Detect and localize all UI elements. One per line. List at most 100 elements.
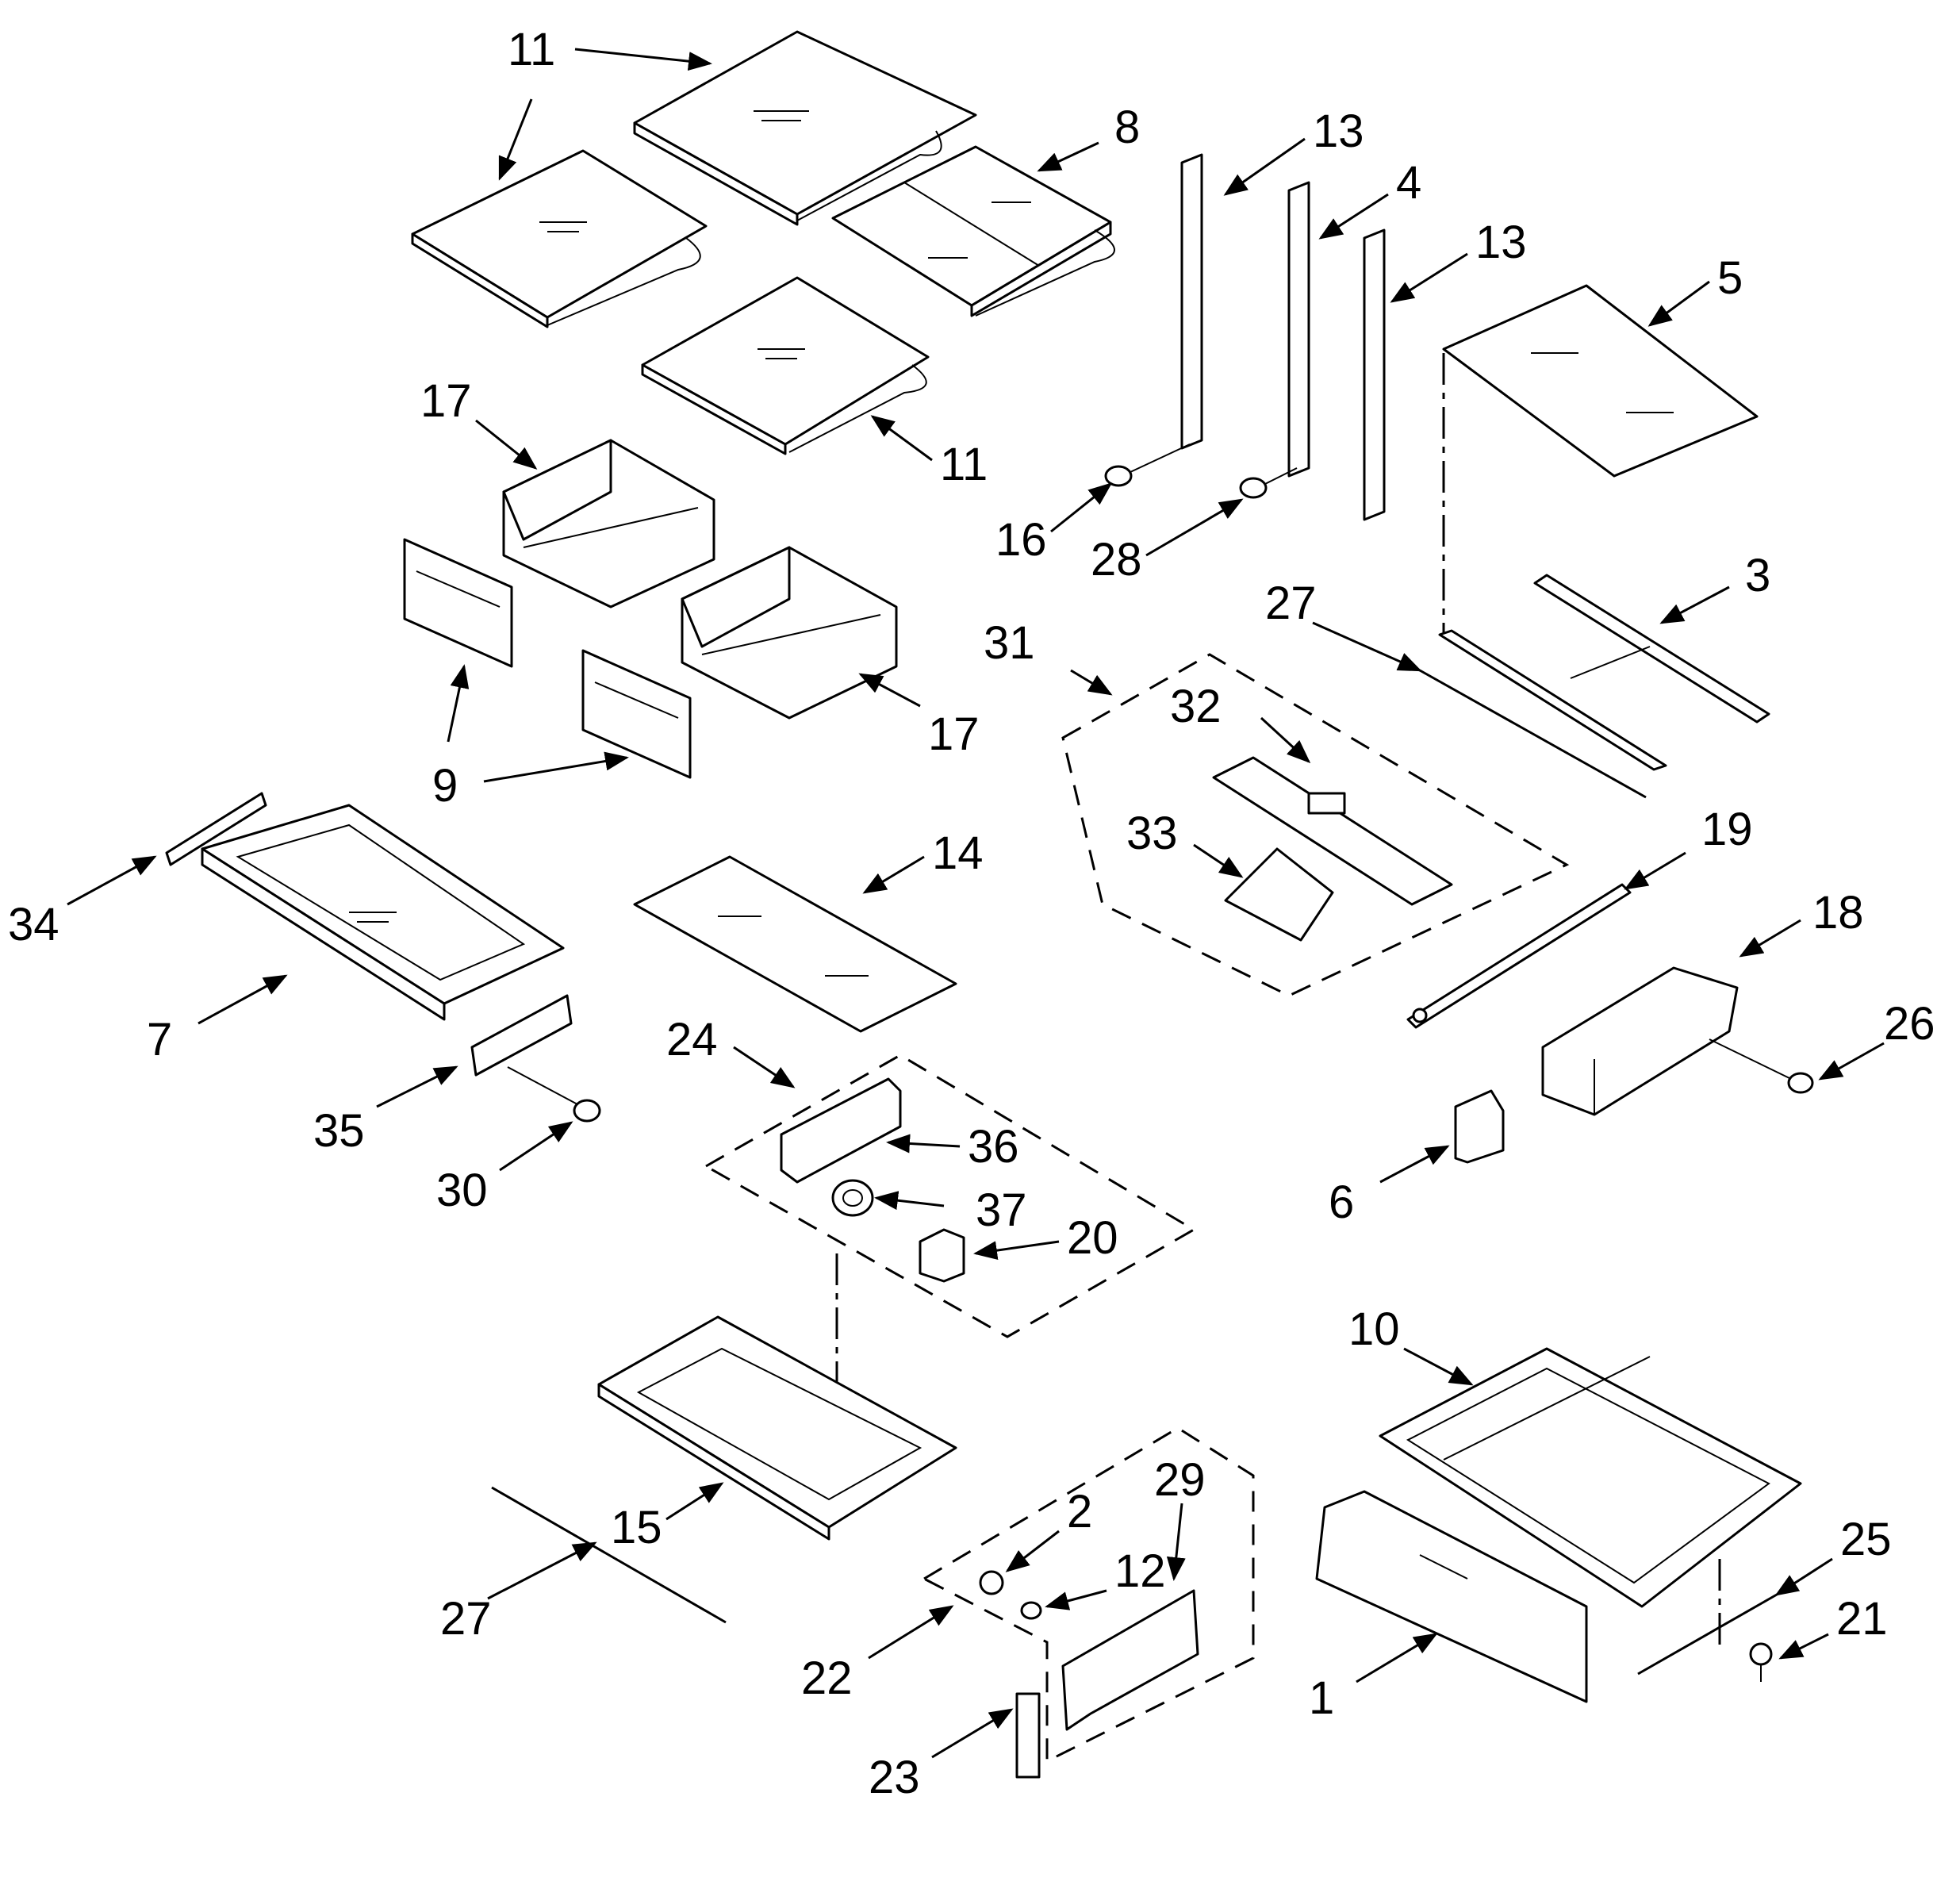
label-13b: 13: [1475, 217, 1527, 268]
slide-19: [1406, 883, 1632, 1029]
label-3: 3: [1745, 550, 1770, 601]
leader-22: [868, 1605, 954, 1660]
leader-27b: [487, 1541, 597, 1600]
label-8: 8: [1114, 102, 1140, 153]
label-32: 32: [1170, 681, 1222, 732]
kit-24-boundary: [703, 1054, 1196, 1338]
leader-10: [1403, 1347, 1474, 1386]
label-23: 23: [869, 1752, 920, 1803]
leader-14: [862, 855, 925, 894]
rail-13-left: [1180, 153, 1203, 450]
screw-21: [1749, 1642, 1773, 1682]
rail-4: [1287, 181, 1310, 478]
label-30: 30: [436, 1165, 488, 1216]
label-15: 15: [611, 1502, 662, 1553]
screw-16: [1104, 443, 1191, 487]
rod-25: [1637, 1593, 1778, 1676]
label-7: 7: [147, 1014, 172, 1065]
leader-20: [973, 1240, 1060, 1261]
label-9a: 9: [432, 760, 458, 812]
screw-28: [1239, 467, 1298, 499]
label-21: 21: [1836, 1593, 1888, 1645]
label-11c: 11: [940, 439, 988, 490]
cover-15: [597, 1315, 957, 1541]
leader-11a: [574, 48, 712, 71]
leader-28: [1145, 498, 1244, 557]
part-23: [1015, 1692, 1041, 1779]
leader-21: [1778, 1633, 1829, 1660]
label-14: 14: [932, 827, 984, 879]
label-20: 20: [1067, 1212, 1118, 1264]
label-17b: 17: [928, 708, 980, 760]
leader-30: [499, 1121, 573, 1172]
leader-17a: [475, 419, 538, 470]
leader-34: [67, 855, 157, 906]
label-10: 10: [1348, 1303, 1400, 1355]
leader-23: [931, 1708, 1014, 1759]
label-26: 26: [1884, 998, 1935, 1050]
screw-30: [507, 1066, 601, 1123]
leader-35: [376, 1065, 458, 1108]
label-24: 24: [666, 1014, 718, 1065]
cover-6: [1454, 1089, 1505, 1164]
leader-37: [874, 1191, 945, 1211]
bracket-34: [165, 792, 267, 866]
label-16: 16: [995, 514, 1047, 566]
label-31: 31: [984, 617, 1035, 669]
kit-31-boundary: [1061, 653, 1570, 997]
crisper-17-top: [502, 439, 715, 608]
leader-1: [1356, 1633, 1438, 1683]
leader-17b: [858, 673, 921, 708]
label-11a: 11: [508, 24, 555, 75]
leader-2: [1005, 1530, 1060, 1572]
leader-13a: [1223, 137, 1306, 196]
leader-29: [1166, 1503, 1186, 1581]
shelf-11-top: [633, 30, 977, 226]
leader-7: [198, 974, 288, 1025]
label-27b: 27: [440, 1593, 492, 1645]
label-18: 18: [1812, 887, 1864, 939]
leader-11b: [498, 98, 533, 181]
leader-8: [1037, 141, 1099, 172]
leader-31: [1070, 669, 1113, 696]
bracket-35: [470, 994, 573, 1077]
leader-32: [1260, 716, 1311, 764]
label-34: 34: [8, 899, 59, 950]
label-13a: 13: [1313, 106, 1364, 157]
label-33: 33: [1126, 808, 1178, 859]
label-19: 19: [1701, 804, 1753, 855]
leader-9b: [483, 751, 629, 783]
label-37: 37: [976, 1184, 1027, 1236]
leader-13b: [1390, 252, 1468, 303]
part-33: [1224, 847, 1334, 942]
leader-33: [1193, 843, 1244, 878]
screw-26: [1709, 1038, 1814, 1094]
label-4: 4: [1396, 157, 1421, 209]
pan-7: [201, 804, 565, 1021]
part-29: [1061, 1589, 1199, 1731]
glass-14: [633, 855, 957, 1033]
leader-16: [1050, 482, 1113, 533]
label-36: 36: [968, 1121, 1019, 1173]
label-12: 12: [1114, 1545, 1166, 1597]
leader-4: [1318, 193, 1389, 240]
label-35: 35: [313, 1105, 365, 1157]
label-29: 29: [1154, 1454, 1206, 1506]
part-36: [780, 1077, 902, 1184]
label-27a: 27: [1265, 578, 1317, 629]
crisper-front-9-bottom: [581, 649, 692, 779]
leader-9a: [447, 664, 470, 743]
leader-24: [733, 1046, 796, 1088]
glass-shelf-5: [1442, 284, 1759, 478]
label-22: 22: [801, 1653, 853, 1704]
leader-5: [1647, 280, 1710, 327]
shelf-11-left: [411, 149, 708, 328]
shelf-11-bottom: [641, 276, 930, 455]
label-5: 5: [1717, 252, 1743, 304]
bracket-18: [1541, 966, 1739, 1116]
label-6: 6: [1329, 1177, 1354, 1228]
leader-15: [665, 1482, 724, 1521]
crisper-17-bottom: [681, 546, 898, 720]
gasket-27-bottom: [491, 1486, 727, 1624]
